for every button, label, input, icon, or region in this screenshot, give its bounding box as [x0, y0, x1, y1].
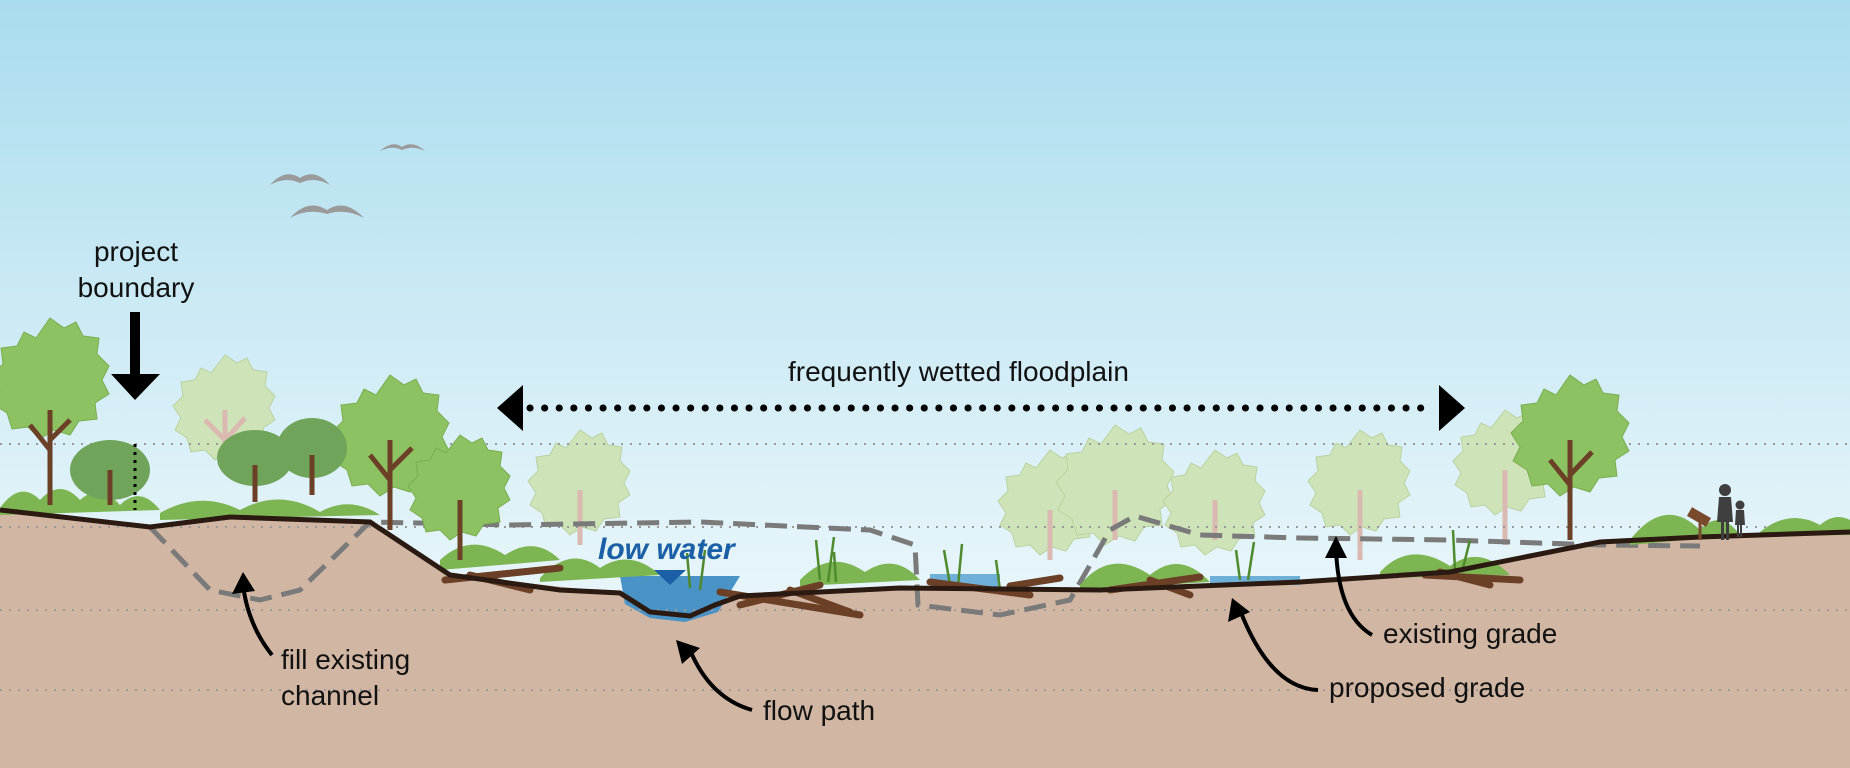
bird-icon	[270, 144, 425, 218]
label-project-boundary: project boundary	[77, 236, 195, 303]
water-level-triangle-icon	[654, 570, 686, 585]
proposed-grade-line	[0, 507, 1850, 619]
label-arrows	[241, 547, 1374, 712]
tree-icon	[0, 317, 1630, 560]
sign-icon	[1686, 507, 1712, 540]
label-frequently-wetted-floodplain: frequently wetted floodplain	[788, 356, 1129, 387]
label-flow-path: flow path	[763, 695, 876, 726]
project-boundary-arrow	[111, 312, 160, 510]
label-arrowheads	[232, 536, 1347, 664]
grasses	[685, 529, 1472, 591]
existing-grade-line	[148, 513, 1701, 618]
person-icon	[1717, 484, 1745, 540]
label-proposed-grade: proposed grade	[1329, 672, 1526, 703]
existing-grade-arrow	[1334, 547, 1374, 637]
floodplain-span-arrow	[497, 385, 1465, 431]
proposed-grade-arrow	[1238, 609, 1319, 692]
soil	[0, 510, 1850, 768]
label-low-water: low water	[598, 533, 735, 566]
flow-path-arrow	[688, 649, 753, 712]
background-trunks	[203, 410, 1508, 560]
label-fill-existing-channel: fill existing channel	[281, 644, 411, 711]
label-existing-grade: existing grade	[1383, 618, 1558, 649]
